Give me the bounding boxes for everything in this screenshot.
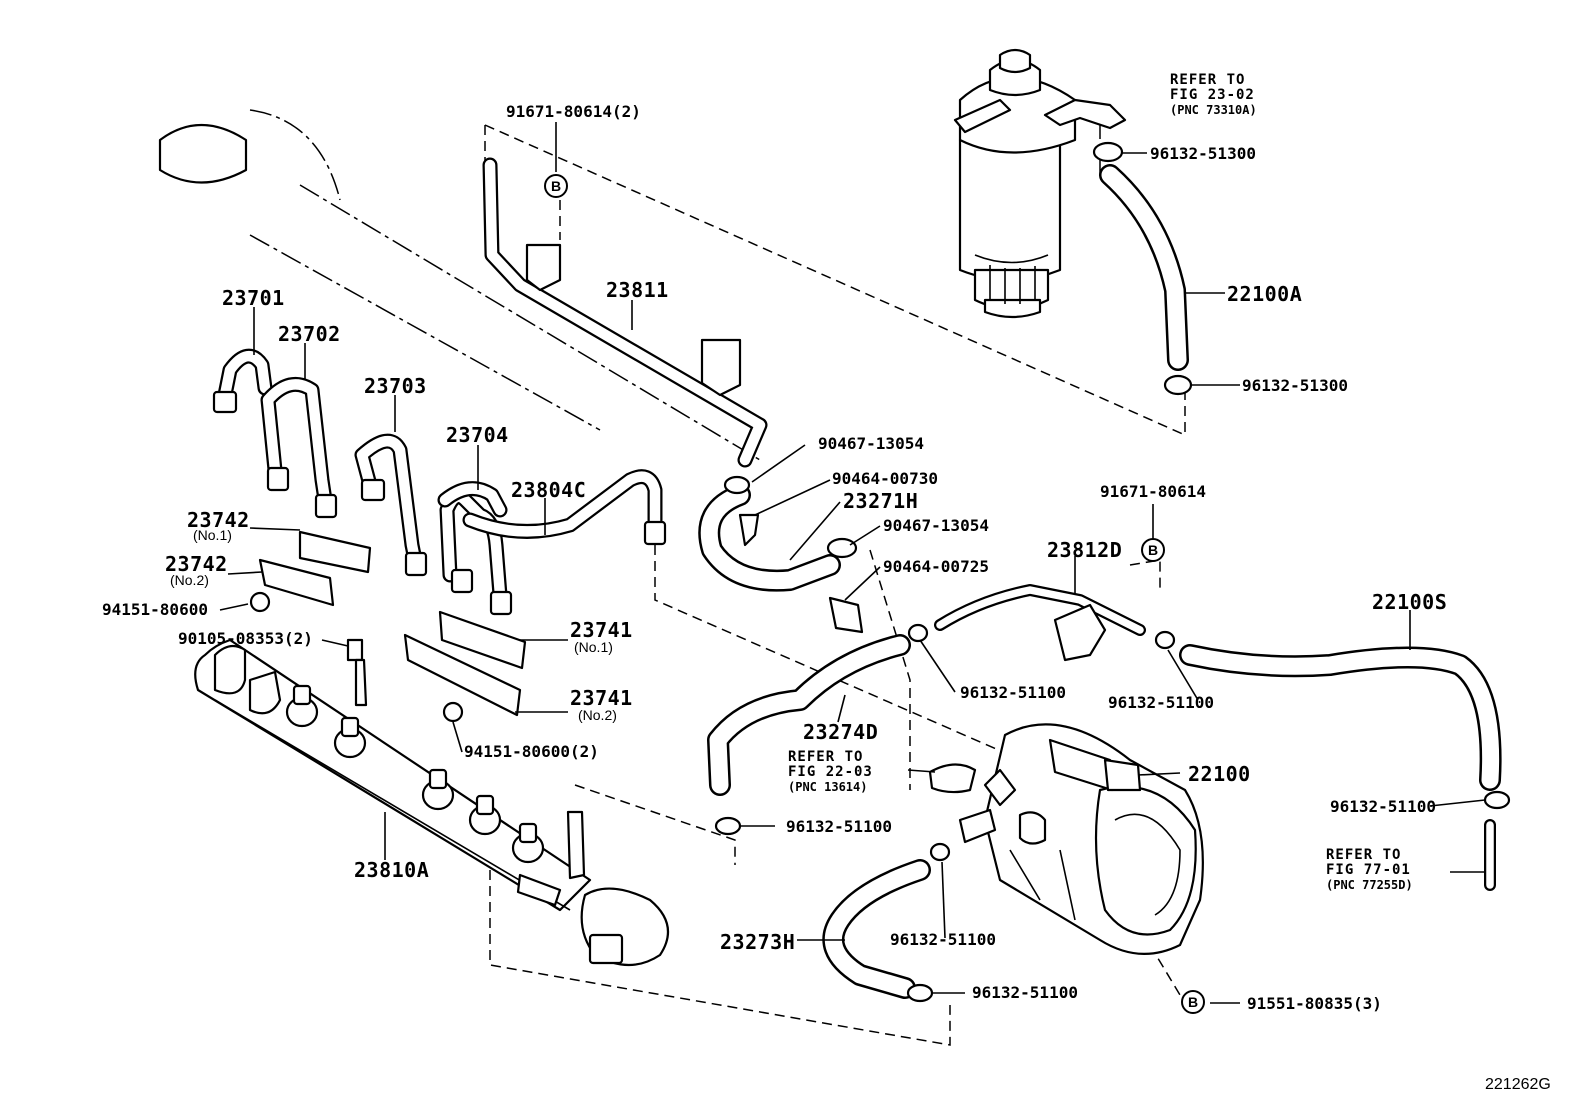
pipes bbox=[212, 157, 1146, 662]
small-fittings bbox=[714, 141, 1511, 1003]
label-23741-no2-sub: (No.2) bbox=[578, 707, 617, 723]
label-91671-80614: 91671-80614 bbox=[1100, 482, 1206, 501]
label-23812d: 23812D bbox=[1047, 538, 1123, 562]
refer-fig-text: FIG 77-01 bbox=[1326, 862, 1411, 878]
label-96132-51100-b: 96132-51100 bbox=[960, 683, 1066, 702]
label-96132-51100-d: 96132-51100 bbox=[1330, 797, 1436, 816]
label-91551-80835-3: 91551-80835(3) bbox=[1247, 994, 1382, 1013]
label-91671-80614-2: 91671-80614(2) bbox=[506, 102, 641, 121]
label-23811: 23811 bbox=[606, 278, 669, 302]
refer-fig-text: FIG 23-02 bbox=[1170, 87, 1255, 103]
relation-lines bbox=[484, 124, 1186, 1046]
label-23274d: 23274D bbox=[803, 720, 879, 744]
label-90467-13054-b: 90467-13054 bbox=[883, 516, 989, 535]
label-23742-no2-sub: (No.2) bbox=[170, 572, 209, 588]
refer-to-text: REFER TO bbox=[1170, 72, 1246, 88]
pipe-clamps bbox=[249, 530, 527, 723]
b-marker-right: B bbox=[1141, 538, 1165, 562]
label-96132-51300-b: 96132-51300 bbox=[1242, 376, 1348, 395]
supply-pump bbox=[958, 723, 1204, 955]
label-96132-51100-f: 96132-51100 bbox=[972, 983, 1078, 1002]
label-96132-51300-a: 96132-51300 bbox=[1150, 144, 1256, 163]
refer-pnc-text: (PNC 13614) bbox=[788, 780, 868, 794]
label-96132-51100-e: 96132-51100 bbox=[890, 930, 996, 949]
label-90464-00730: 90464-00730 bbox=[832, 469, 938, 488]
engine-outline bbox=[158, 109, 1101, 461]
refer-to-text: REFER TO bbox=[1326, 847, 1402, 863]
label-90464-00725: 90464-00725 bbox=[883, 557, 989, 576]
label-23741-no1: 23741 bbox=[570, 618, 633, 642]
common-rail bbox=[194, 638, 670, 966]
label-90105-08353-2: 90105-08353(2) bbox=[178, 629, 313, 648]
refer-to-fig-22-03: REFER TO FIG 22-03 (PNC 13614) bbox=[788, 750, 873, 795]
label-94151-80600: 94151-80600 bbox=[102, 600, 208, 619]
label-23742-no1-sub: (No.1) bbox=[193, 527, 232, 543]
label-96132-51100-c: 96132-51100 bbox=[786, 817, 892, 836]
label-23741-no1-sub: (No.1) bbox=[574, 639, 613, 655]
b-marker-bottom: B bbox=[1181, 990, 1205, 1014]
label-23271h: 23271H bbox=[843, 489, 919, 513]
refer-pnc-text: (PNC 73310A) bbox=[1170, 103, 1257, 117]
label-90467-13054-a: 90467-13054 bbox=[818, 434, 924, 453]
label-23701: 23701 bbox=[222, 286, 285, 310]
figure-id-label: 221262G bbox=[1485, 1076, 1551, 1093]
b-marker-top: B bbox=[544, 174, 568, 198]
label-23810a: 23810A bbox=[354, 858, 430, 882]
label-23804c: 23804C bbox=[511, 478, 587, 502]
fuel-filter bbox=[953, 48, 1127, 319]
refer-pnc-text: (PNC 77255D) bbox=[1326, 878, 1413, 892]
label-23273h: 23273H bbox=[720, 930, 796, 954]
label-94151-80600-2: 94151-80600(2) bbox=[464, 742, 599, 761]
label-23742-no2: 23742 bbox=[165, 552, 228, 576]
label-23703: 23703 bbox=[364, 374, 427, 398]
refer-to-text: REFER TO bbox=[788, 749, 864, 765]
label-23742-no1: 23742 bbox=[187, 508, 250, 532]
label-23741-no2: 23741 bbox=[570, 686, 633, 710]
hoses bbox=[698, 164, 1502, 999]
label-22100: 22100 bbox=[1188, 762, 1251, 786]
refer-fig-text: FIG 22-03 bbox=[788, 764, 873, 780]
refer-to-fig-77-01: REFER TO FIG 77-01 (PNC 77255D) bbox=[1326, 848, 1413, 893]
refer-to-fig-23-02: REFER TO FIG 23-02 (PNC 73310A) bbox=[1170, 73, 1257, 118]
label-23704: 23704 bbox=[446, 423, 509, 447]
label-22100s: 22100S bbox=[1372, 590, 1448, 614]
label-96132-51100-a: 96132-51100 bbox=[1108, 693, 1214, 712]
label-22100a: 22100A bbox=[1227, 282, 1303, 306]
leader-lines bbox=[219, 122, 1486, 1004]
label-23702: 23702 bbox=[278, 322, 341, 346]
